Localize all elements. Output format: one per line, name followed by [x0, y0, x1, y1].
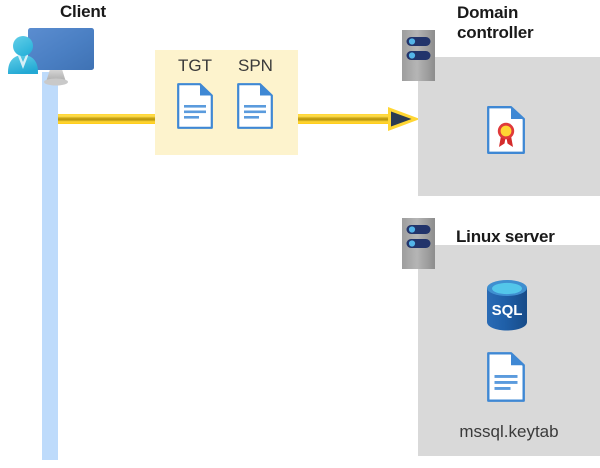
client-monitor-user-icon: [6, 26, 98, 90]
domain-controller-server-icon: [402, 30, 435, 81]
client-lifeline-bar: [42, 72, 58, 460]
tgt-label: TGT: [178, 56, 212, 75]
svg-text:SQL: SQL: [492, 302, 523, 319]
linux-server-server-icon: [402, 218, 435, 269]
certificate-document-icon: [487, 106, 525, 154]
domain-controller-title-line2: controller: [457, 23, 534, 42]
client-label: Client: [59, 2, 107, 21]
tgt-document-icon: [177, 83, 213, 129]
domain-controller-title: Domain controller: [457, 3, 597, 43]
spn-document-icon: [237, 83, 273, 129]
token-highlight-box: TGT SPN: [155, 50, 298, 155]
spn-label: SPN: [238, 56, 273, 75]
keytab-document-icon: [487, 352, 525, 402]
domain-controller-title-line1: Domain: [457, 3, 519, 22]
keytab-filename-label: mssql.keytab: [459, 422, 559, 441]
sql-database-icon: SQL: [483, 278, 531, 332]
linux-server-title: Linux server: [456, 227, 555, 246]
